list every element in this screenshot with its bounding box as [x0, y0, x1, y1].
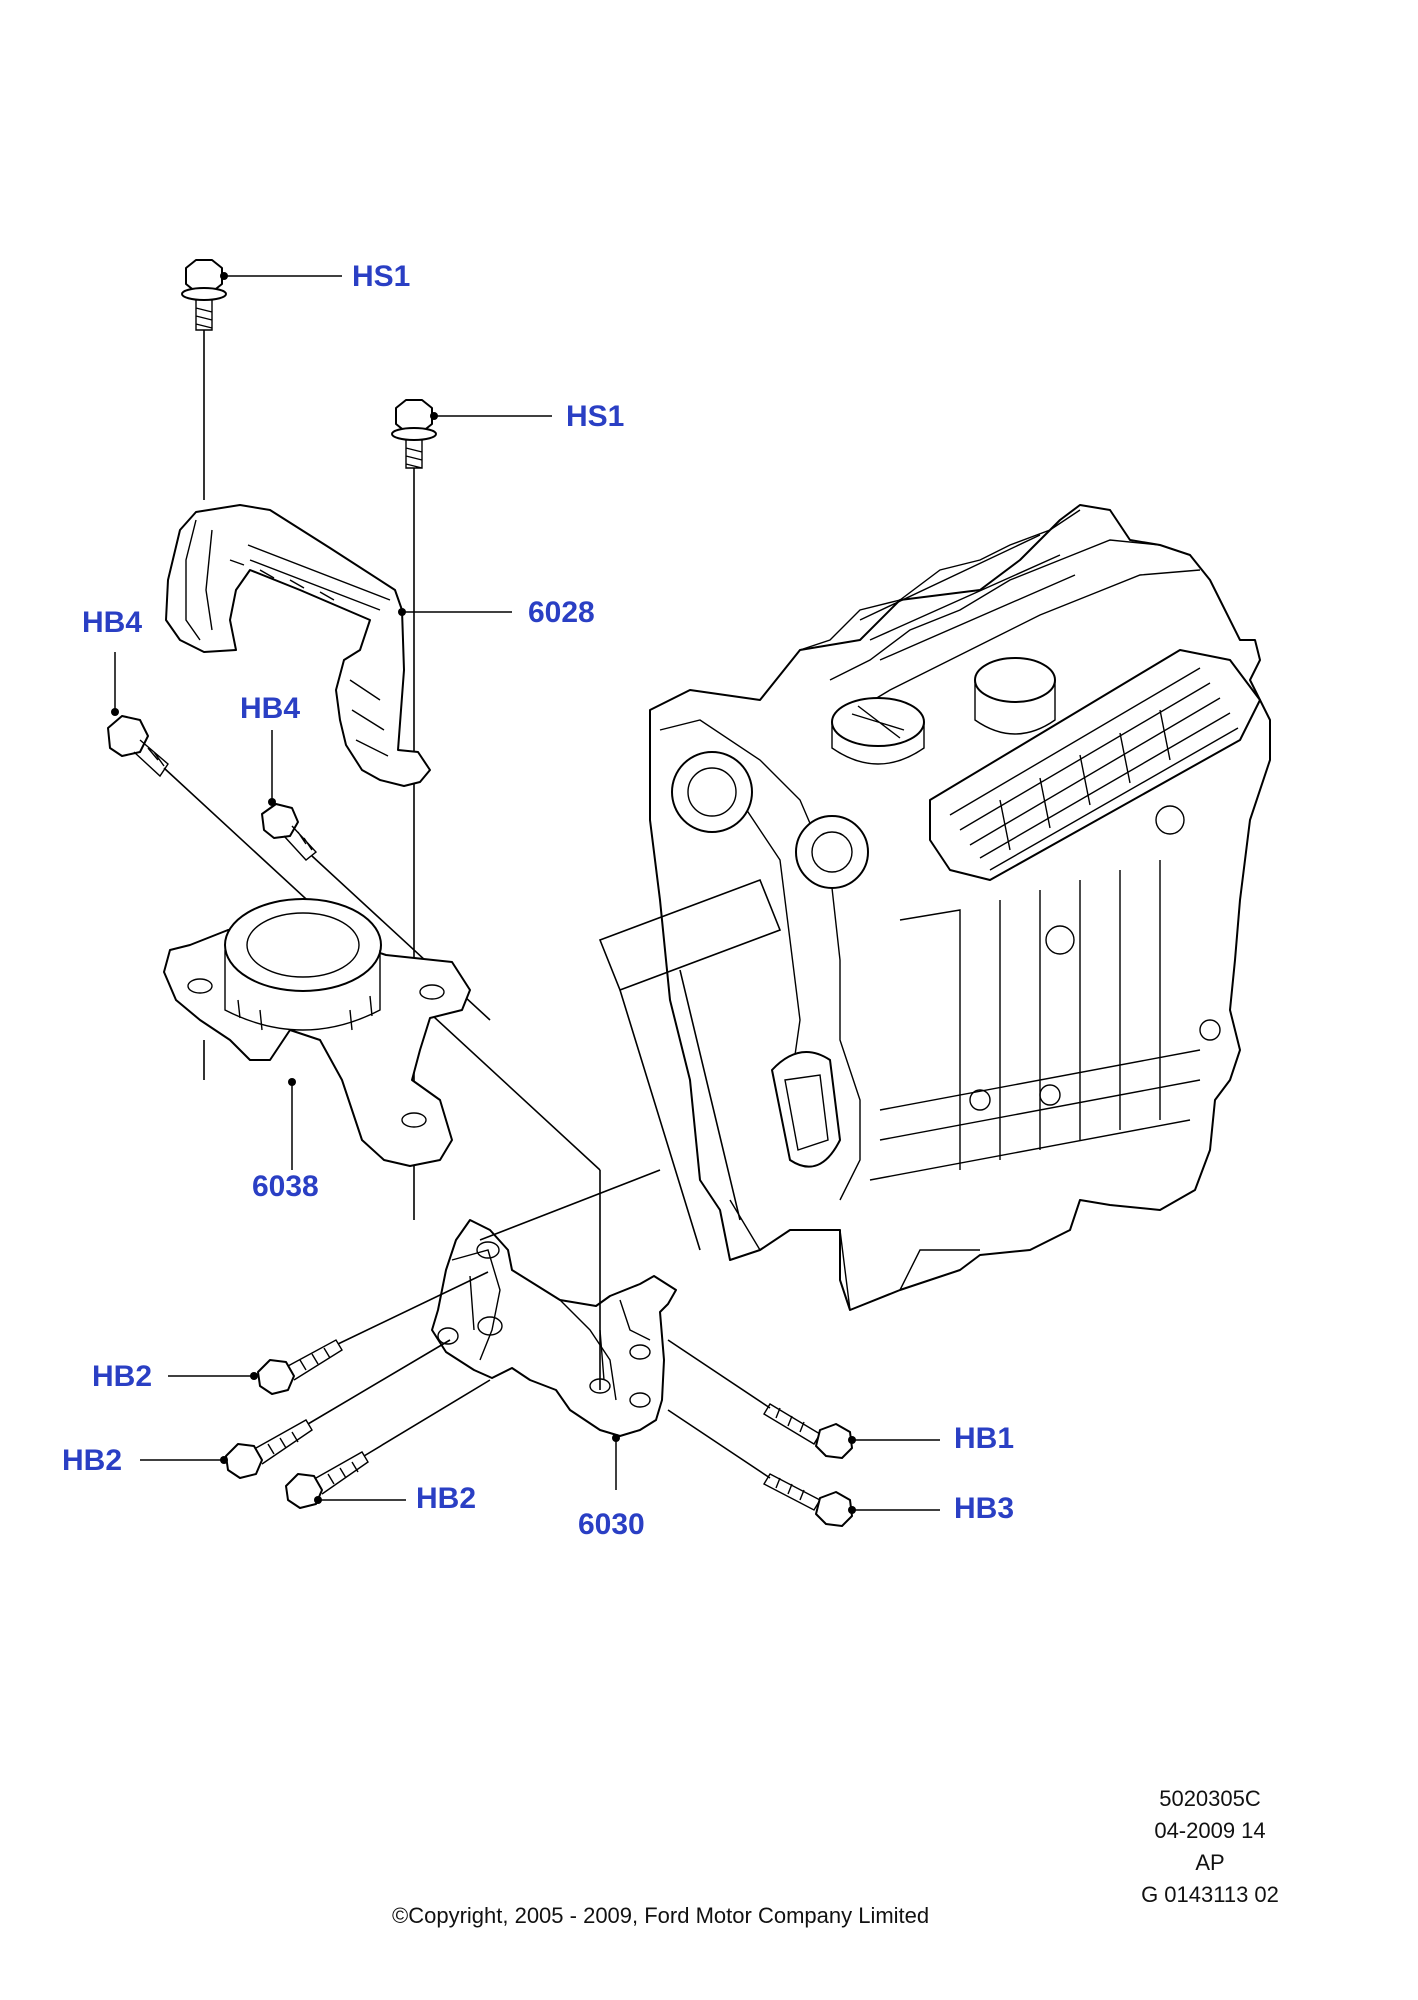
illustration-date: 04-2009 14 [1154, 1818, 1266, 1843]
illustration-region: AP [1195, 1850, 1225, 1875]
hb4-bolt-left-drawing [107, 715, 169, 778]
engine-block-drawing [598, 504, 1271, 1311]
callout-6038: 6038 [252, 1170, 319, 1203]
copyright-notice: ©Copyright, 2005 - 2009, Ford Motor Comp… [392, 1903, 930, 1928]
hb1-bolt-drawing [763, 1403, 853, 1459]
illustration-number: G 0143113 02 [1141, 1882, 1279, 1907]
callout-hb4-left: HB4 [82, 606, 143, 639]
callout-6030: 6030 [578, 1508, 645, 1541]
hb2-bolt-a-drawing [257, 1339, 343, 1395]
bracket-6028-drawing [165, 504, 431, 787]
mount-bracket-6030-drawing [431, 1219, 677, 1437]
callout-hb4-right: HB4 [240, 692, 301, 725]
hb4-bolt-right-drawing [261, 803, 318, 861]
illustration-code: 5020305C [1159, 1786, 1261, 1811]
engine-mount-6038-drawing [163, 898, 471, 1167]
callout-6028: 6028 [528, 596, 595, 629]
hs1-bolt-top-drawing [181, 259, 227, 331]
hb3-bolt-drawing [763, 1473, 853, 1527]
callout-hb2-b: HB2 [62, 1444, 123, 1477]
callout-hs1-top: HS1 [352, 260, 411, 293]
callout-hs1-second: HS1 [566, 400, 625, 433]
callout-hb3: HB3 [954, 1492, 1015, 1525]
hs1-bolt-second-drawing [391, 399, 437, 469]
callout-hb2-a: HB2 [92, 1360, 153, 1393]
callout-hb1: HB1 [954, 1422, 1015, 1455]
callout-hb2-c: HB2 [416, 1482, 477, 1515]
hb2-bolt-b-drawing [225, 1419, 313, 1479]
